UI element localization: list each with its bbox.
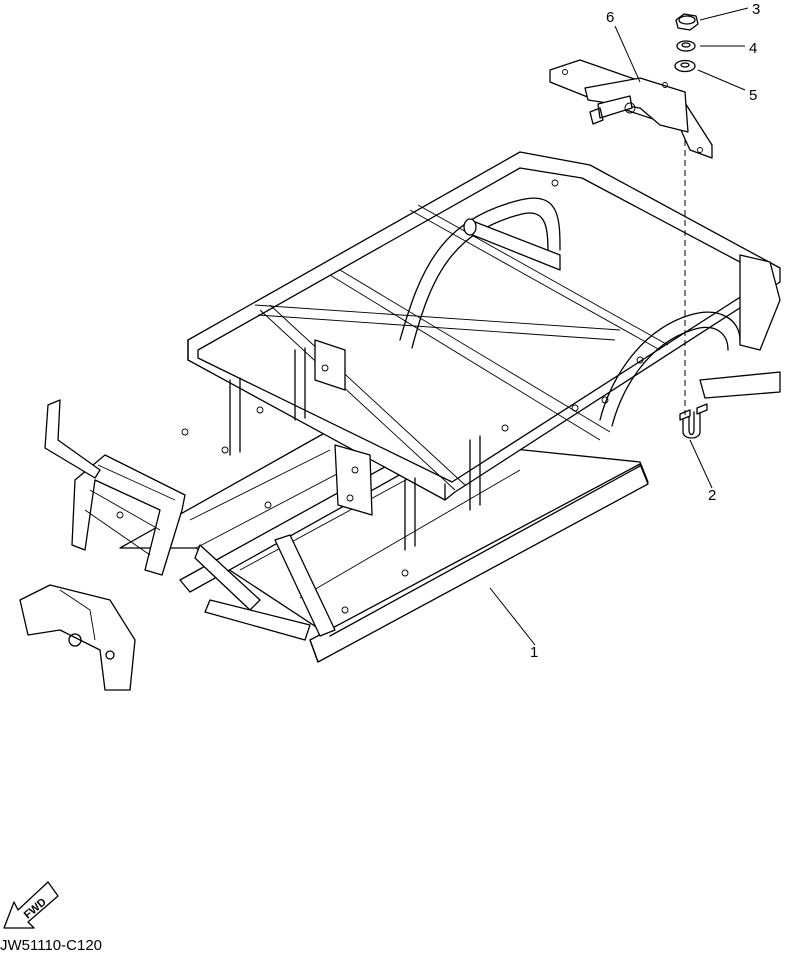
callout-2: 2 [708,487,716,504]
u-bolt [679,403,708,439]
nut [675,13,699,31]
callout-6: 6 [606,9,614,26]
callout-3: 3 [752,1,760,18]
bolt-holes [116,179,644,614]
main-frame [19,151,781,691]
fwd-arrow-icon: FWD [3,881,59,929]
lock-washer [676,40,696,52]
drawing-code: JW51110-C120 [0,937,102,954]
front-grille-frame [71,454,186,576]
mounting-bracket [549,59,713,159]
callout-4: 4 [749,40,757,57]
callout-1: 1 [530,644,538,661]
callout-5: 5 [749,87,757,104]
front-nose [19,584,136,691]
leader-lines [489,7,749,646]
flat-washer [674,59,696,73]
